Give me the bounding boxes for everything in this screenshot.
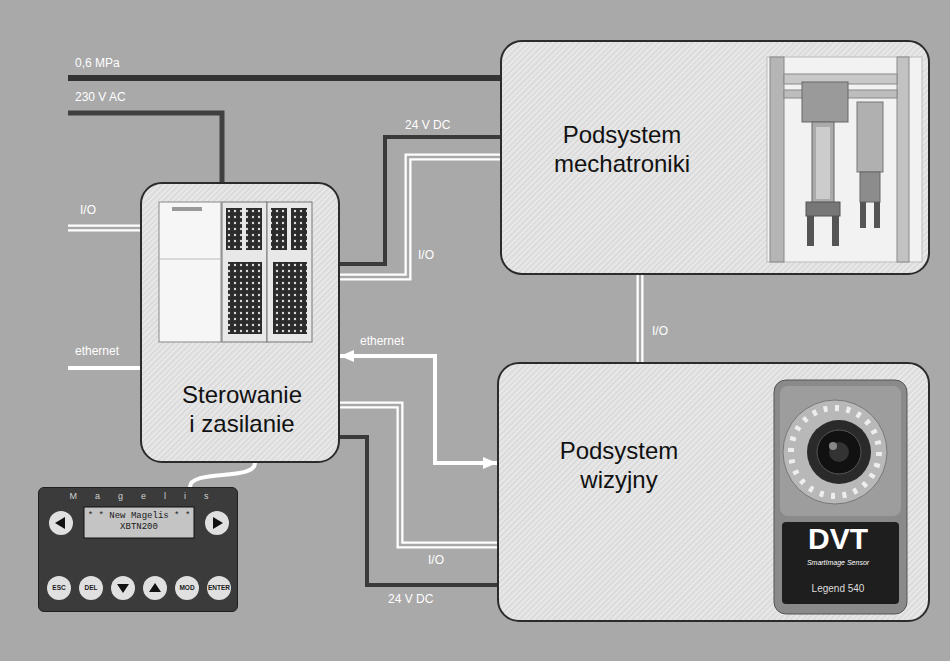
connector — [340, 350, 497, 469]
subsystem-box: Podsystem mechatroniki — [500, 40, 930, 275]
connector — [340, 157, 500, 277]
gantry-illustration — [874, 202, 880, 228]
connector-label: I/O — [428, 553, 444, 567]
button-label: DEL — [79, 584, 103, 592]
keypad-illustration — [207, 576, 231, 600]
connector — [637, 275, 644, 362]
connector — [639, 275, 641, 362]
keypad-illustration — [117, 584, 129, 593]
plc-illustration — [246, 208, 262, 250]
keypad-illustration — [205, 511, 229, 535]
gantry-illustration — [832, 216, 839, 246]
plc-illustration — [267, 202, 312, 342]
camera-illustration — [791, 408, 879, 496]
subsystem-box: Podsystem wizyjny — [497, 362, 930, 622]
connector — [190, 463, 255, 487]
ethernet-wire — [68, 366, 142, 370]
brand-text: Magelis — [39, 491, 239, 502]
camera-illustration — [807, 420, 871, 484]
keypad-illustration — [79, 576, 103, 600]
connector-label: I/O — [418, 248, 434, 262]
keypad-illustration — [47, 576, 71, 600]
plc-illustration — [271, 208, 287, 250]
camera-illustration — [499, 364, 932, 624]
air-supply-line — [68, 75, 502, 81]
gantry-illustration — [770, 57, 784, 262]
keypad-illustration — [49, 511, 73, 535]
connector — [640, 275, 641, 362]
signal-label: 230 V AC — [75, 90, 126, 104]
connector — [340, 437, 497, 585]
gantry-illustration — [857, 102, 883, 172]
gantry-illustration — [807, 216, 814, 246]
device-marking: DVT — [778, 522, 898, 556]
connector-label: 24 V DC — [405, 118, 450, 132]
gantry-illustration — [767, 57, 922, 262]
io-wire — [68, 227, 142, 229]
keypad-illustration — [39, 488, 239, 613]
plc-illustration — [222, 202, 267, 342]
keypad-illustration — [55, 517, 65, 529]
connector — [340, 356, 497, 463]
node-title: Podsystem wizyjny — [544, 436, 694, 494]
camera-illustration — [783, 400, 887, 504]
plc-illustration — [172, 207, 202, 211]
button-label: ENTER — [207, 584, 231, 592]
gantry-illustration — [806, 202, 840, 216]
keypad-illustration — [175, 576, 199, 600]
button-label: ESC — [47, 584, 71, 592]
button-label: MOD — [175, 584, 199, 592]
signal-label: 0,6 MPa — [75, 56, 120, 70]
plc-illustration — [159, 259, 221, 260]
connector — [340, 405, 497, 545]
plc-illustration — [159, 202, 221, 342]
connector — [340, 405, 497, 545]
controller-box: Sterowanie i zasilanie — [140, 182, 340, 463]
signal-label: ethernet — [75, 344, 119, 358]
node-title: Sterowanie i zasilanie — [179, 380, 305, 438]
gantry-illustration — [897, 57, 909, 262]
device-marking: SmartImage Sensor — [778, 558, 898, 567]
connector — [340, 157, 500, 277]
camera-illustration — [829, 442, 837, 450]
plc-illustration — [291, 208, 307, 250]
connector — [340, 437, 497, 585]
connector — [190, 463, 255, 487]
connector — [340, 157, 500, 277]
connector-label: ethernet — [360, 334, 404, 348]
connector-label: 24 V DC — [388, 592, 433, 606]
arrow-head — [483, 457, 497, 469]
connector-label: I/O — [652, 324, 668, 338]
gantry-illustration — [816, 127, 830, 199]
node-title: Podsystem mechatroniki — [547, 120, 697, 178]
signal-label: I/O — [80, 203, 96, 217]
keypad-illustration — [149, 583, 161, 592]
gantry-illustration — [802, 82, 848, 122]
gantry-illustration — [860, 202, 866, 228]
display-text: * * New Magelis * * XBTN200 — [85, 511, 193, 533]
operator-panel: Magelis * * New Magelis * * XBTN200ESC DEL… — [38, 487, 238, 612]
keypad-illustration — [213, 517, 223, 529]
gantry-illustration — [812, 122, 834, 204]
plc-illustration — [228, 262, 262, 334]
plc-illustration — [226, 208, 242, 250]
camera-illustration — [829, 442, 849, 462]
device-marking: Legend 540 — [778, 583, 898, 595]
connector — [340, 405, 497, 545]
keypad-illustration — [111, 576, 135, 600]
camera-illustration — [774, 380, 907, 614]
keypad-illustration — [143, 576, 167, 600]
camera-illustration — [817, 430, 861, 474]
plc-illustration — [273, 262, 307, 334]
arrow-head — [340, 350, 354, 362]
gantry-illustration — [860, 172, 880, 202]
mains-wire — [68, 113, 222, 184]
keypad-illustration — [84, 507, 194, 538]
io-wire — [68, 225, 142, 232]
camera-illustration — [780, 386, 901, 516]
